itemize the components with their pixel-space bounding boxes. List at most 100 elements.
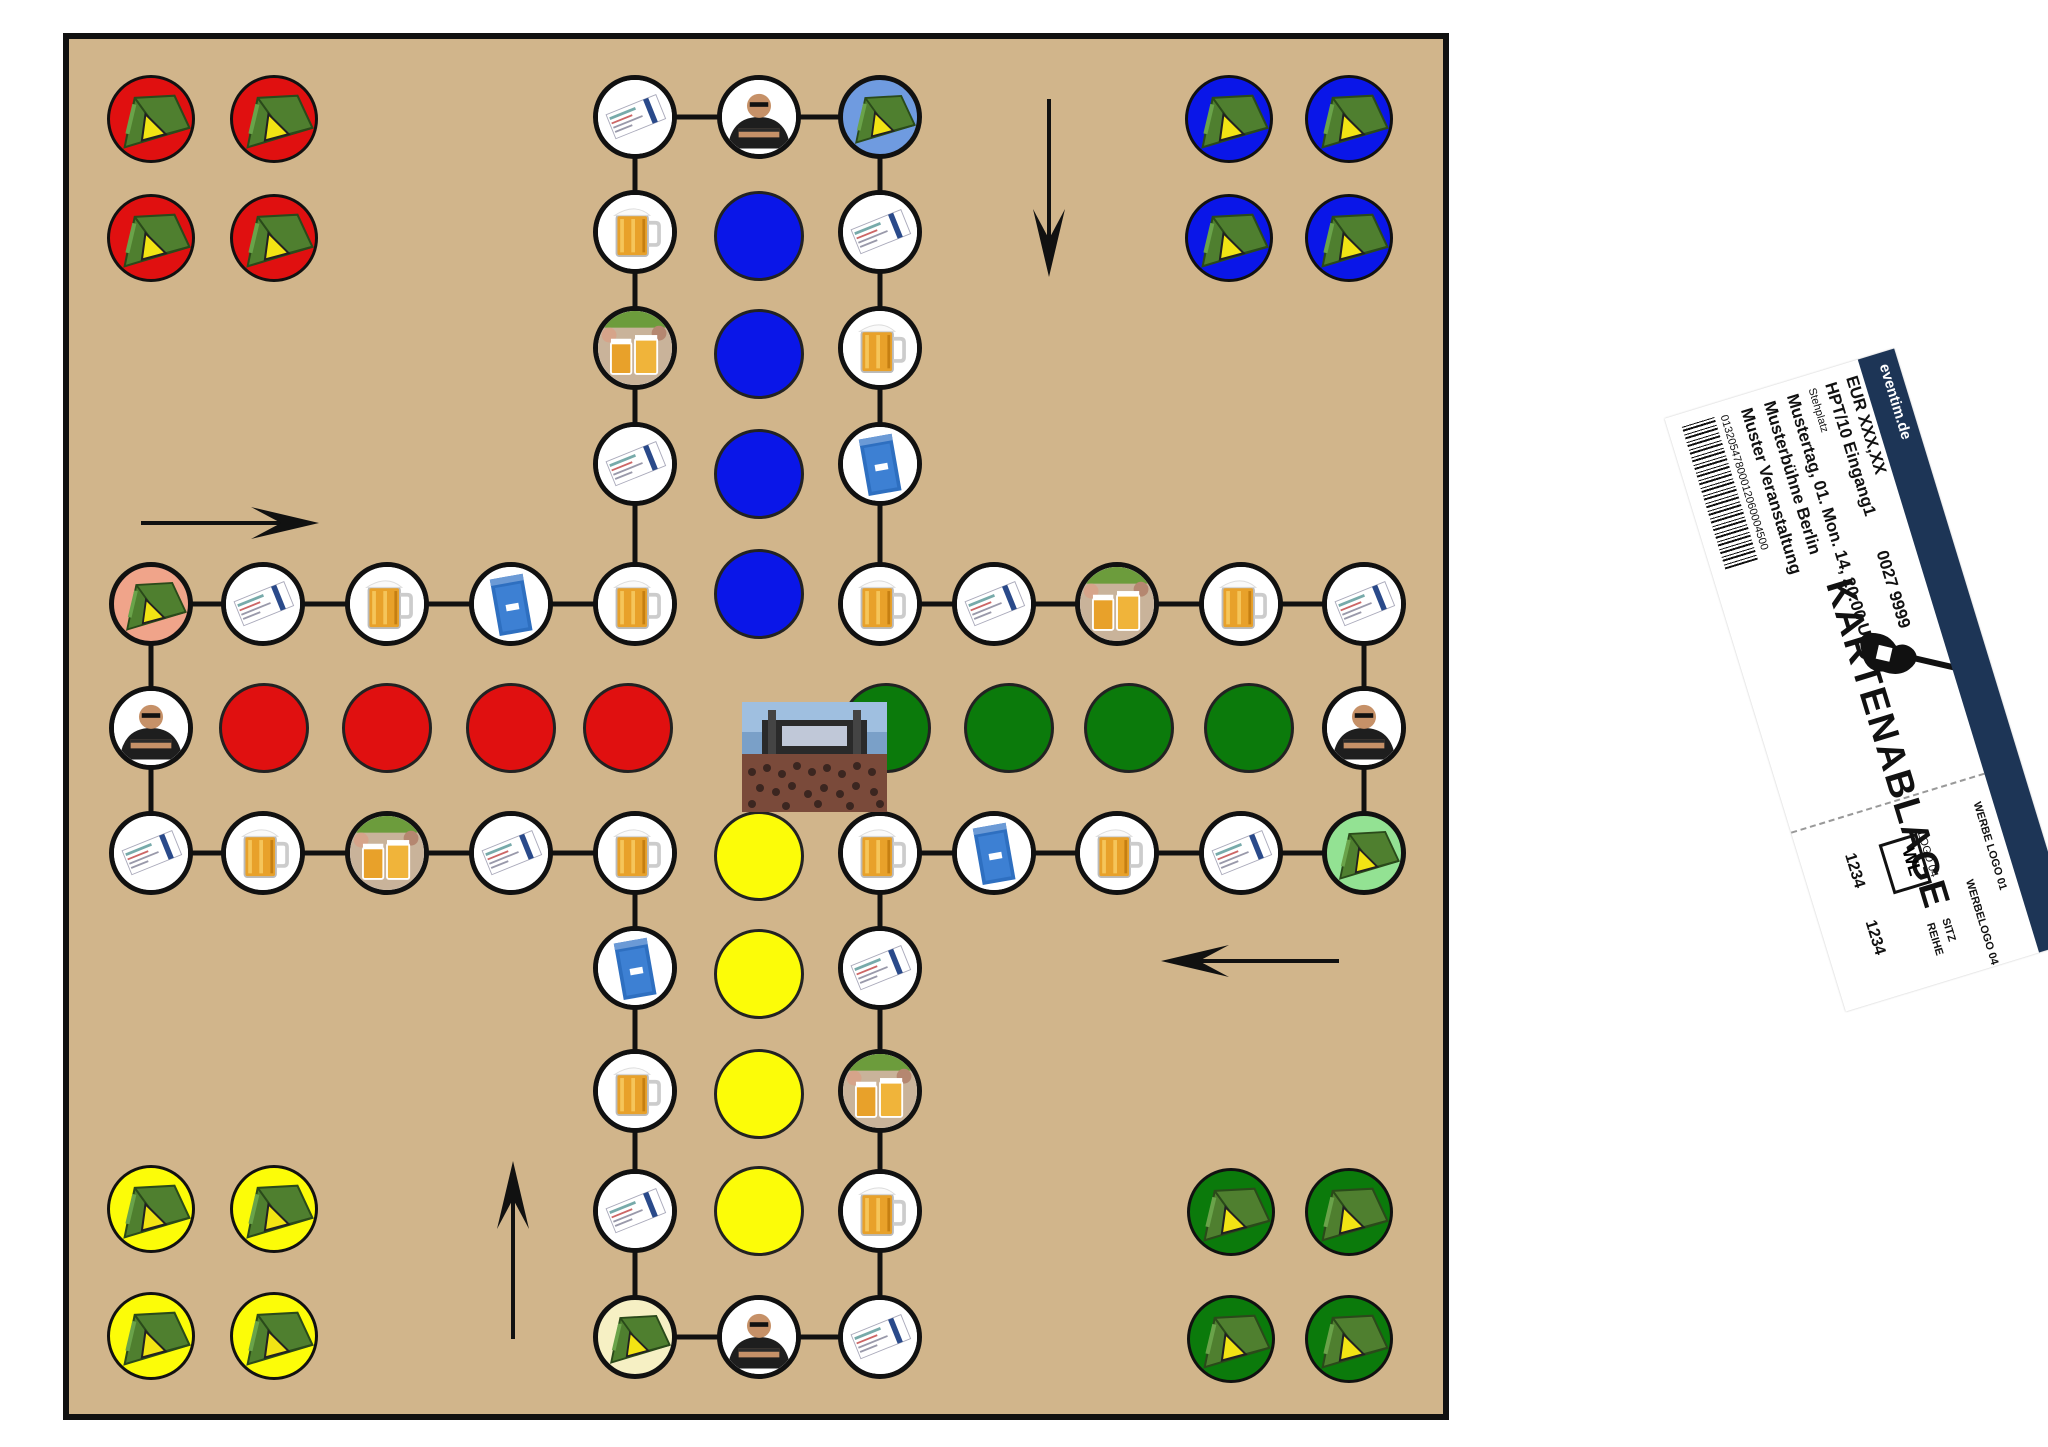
track-cell-bouncer[interactable] — [109, 686, 193, 770]
track-cell-beer-mug[interactable] — [221, 811, 305, 895]
start-green-tent[interactable] — [1187, 1295, 1275, 1383]
track-cell-beer-crowd[interactable] — [593, 306, 677, 390]
track-cell-portable-toilet[interactable] — [593, 926, 677, 1010]
track-cell-bouncer[interactable] — [1322, 686, 1406, 770]
goal-blue-field[interactable] — [714, 309, 804, 399]
goal-red-field[interactable] — [342, 683, 432, 773]
start-yellow-tent[interactable] — [107, 1165, 195, 1253]
start-blue-tent[interactable] — [1185, 194, 1273, 282]
beer-mug-icon — [598, 195, 672, 269]
goal-blue-field[interactable] — [714, 549, 804, 639]
track-cell-ticket[interactable] — [593, 422, 677, 506]
start-green-tent[interactable] — [1187, 1168, 1275, 1256]
portable-toilet-icon — [474, 567, 548, 641]
track-cell-ticket[interactable] — [838, 190, 922, 274]
ticket-icon — [598, 1174, 672, 1248]
track-cell-beer-mug[interactable] — [838, 562, 922, 646]
track-cell-portable-toilet[interactable] — [838, 422, 922, 506]
tent-icon — [854, 95, 916, 144]
track-cell-beer-mug[interactable] — [345, 562, 429, 646]
beer-mug-icon — [598, 816, 672, 890]
goal-red-field[interactable] — [583, 683, 673, 773]
goal-green-field[interactable] — [1084, 683, 1174, 773]
beer-mug-icon — [226, 816, 300, 890]
ticket-icon — [1327, 567, 1401, 641]
beer-crowd-icon — [843, 1054, 917, 1128]
track-cell-ticket[interactable] — [838, 1295, 922, 1379]
start-yellow-tent[interactable] — [107, 1292, 195, 1380]
track-cell-ticket[interactable] — [952, 562, 1036, 646]
tent-icon — [1321, 1314, 1389, 1369]
tent-icon — [123, 1311, 191, 1366]
track-cell-bouncer[interactable] — [717, 1295, 801, 1379]
goal-red-field[interactable] — [219, 683, 309, 773]
start-green-tent[interactable] — [1305, 1295, 1393, 1383]
start-yellow-tent[interactable] — [230, 1165, 318, 1253]
ticket-brand: eventim.de — [1875, 361, 1915, 442]
track-cell-portable-toilet[interactable] — [469, 562, 553, 646]
beer-mug-icon — [350, 567, 424, 641]
track-cell-tent[interactable] — [593, 1295, 677, 1379]
beer-crowd-icon — [598, 311, 672, 385]
goal-yellow-field[interactable] — [714, 929, 804, 1019]
stub-code: 1234 — [1841, 851, 1868, 891]
track-cell-beer-mug[interactable] — [838, 306, 922, 390]
portable-toilet-icon — [957, 816, 1031, 890]
start-blue-tent[interactable] — [1305, 75, 1393, 163]
goal-yellow-field[interactable] — [714, 1049, 804, 1139]
track-cell-bouncer[interactable] — [717, 75, 801, 159]
tent-icon — [1321, 1187, 1389, 1242]
start-blue-tent[interactable] — [1305, 194, 1393, 282]
track-cell-beer-mug[interactable] — [593, 1049, 677, 1133]
track-cell-ticket[interactable] — [1322, 562, 1406, 646]
ticket-icon — [1204, 816, 1278, 890]
concert-stage-icon — [742, 702, 887, 812]
goal-yellow-field[interactable] — [714, 1166, 804, 1256]
track-cell-tent[interactable] — [1322, 811, 1406, 895]
track-cell-beer-crowd[interactable] — [345, 811, 429, 895]
track-cell-tent[interactable] — [109, 562, 193, 646]
ticket-icon — [843, 931, 917, 1005]
goal-red-field[interactable] — [466, 683, 556, 773]
start-blue-tent[interactable] — [1185, 75, 1273, 163]
track-cell-beer-crowd[interactable] — [838, 1049, 922, 1133]
start-red-tent[interactable] — [107, 194, 195, 282]
track-cell-ticket[interactable] — [469, 811, 553, 895]
beer-mug-icon — [598, 567, 672, 641]
goal-yellow-field[interactable] — [714, 811, 804, 901]
start-red-tent[interactable] — [107, 75, 195, 163]
track-cell-beer-mug[interactable] — [1075, 811, 1159, 895]
track-cell-ticket[interactable] — [109, 811, 193, 895]
track-cell-ticket[interactable] — [593, 1169, 677, 1253]
track-cell-beer-mug[interactable] — [838, 1169, 922, 1253]
bouncer-icon — [1327, 691, 1401, 765]
track-cell-ticket[interactable] — [838, 926, 922, 1010]
goal-green-field[interactable] — [1204, 683, 1294, 773]
goal-blue-field[interactable] — [714, 429, 804, 519]
track-cell-beer-mug[interactable] — [593, 190, 677, 274]
track-cell-ticket[interactable] — [1199, 811, 1283, 895]
start-yellow-tent[interactable] — [230, 1292, 318, 1380]
track-cell-ticket[interactable] — [593, 75, 677, 159]
arrow-right-icon — [141, 507, 319, 539]
track-cell-beer-mug[interactable] — [1199, 562, 1283, 646]
track-cell-ticket[interactable] — [221, 562, 305, 646]
track-cell-portable-toilet[interactable] — [952, 811, 1036, 895]
track-cell-beer-mug[interactable] — [838, 811, 922, 895]
track-cell-beer-mug[interactable] — [593, 562, 677, 646]
tent-icon — [246, 1311, 314, 1366]
tent-icon — [1201, 94, 1269, 149]
track-cell-beer-crowd[interactable] — [1075, 562, 1159, 646]
ticket-icon — [957, 567, 1031, 641]
track-cell-beer-mug[interactable] — [593, 811, 677, 895]
werbe-logo-2: WERBELOGO 04 — [1963, 878, 2001, 967]
start-red-tent[interactable] — [230, 75, 318, 163]
ticket-icon — [598, 80, 672, 154]
goal-green-field[interactable] — [964, 683, 1054, 773]
goal-blue-field[interactable] — [714, 191, 804, 281]
track-cell-tent[interactable] — [838, 75, 922, 159]
start-green-tent[interactable] — [1305, 1168, 1393, 1256]
beer-crowd-icon — [350, 816, 424, 890]
start-red-tent[interactable] — [230, 194, 318, 282]
ticket-icon — [598, 427, 672, 501]
